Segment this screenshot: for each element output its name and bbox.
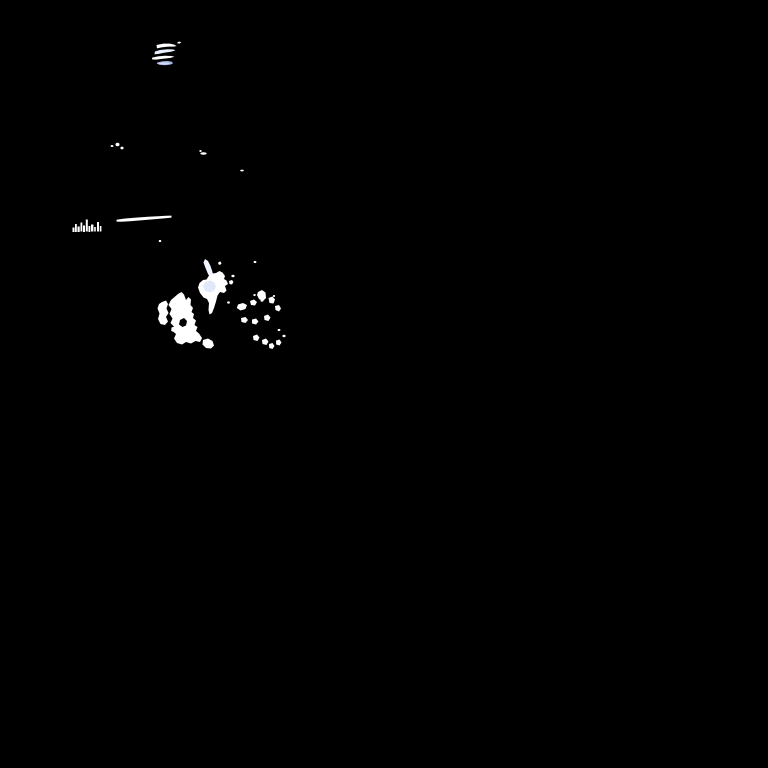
speck-12 (227, 301, 230, 304)
speck-11 (272, 295, 276, 297)
speck-0 (110, 145, 114, 147)
blob-shape-10 (171, 326, 176, 332)
blob-cluster-group (157, 259, 282, 349)
blob-shape-18 (264, 314, 271, 321)
fragment-bar-1 (75, 224, 77, 232)
blob-shape-6 (157, 300, 169, 325)
speck-3 (199, 150, 202, 152)
blob-shape-4 (218, 261, 222, 265)
speck-5 (240, 169, 244, 172)
blob-shape-13 (257, 290, 266, 301)
fragment-bar-2 (77, 226, 80, 232)
speck-13 (277, 328, 281, 332)
fragment-bar-3 (80, 222, 83, 232)
blob-shape-8 (202, 338, 214, 349)
blob-shape-5 (168, 292, 202, 345)
fragment-bar-7 (91, 224, 94, 232)
speck-14 (282, 334, 286, 338)
speck-7 (253, 260, 257, 264)
blob-shape-17 (252, 318, 259, 325)
blob-shape-21 (269, 343, 275, 349)
fragment-bar-9 (97, 222, 99, 232)
cursive-stroke-2 (154, 49, 176, 55)
blob-shape-12 (250, 299, 257, 306)
speck-8 (231, 274, 235, 278)
speck-6 (158, 239, 162, 243)
cursive-stroke-0 (156, 43, 177, 49)
fragment-bar-4 (83, 225, 85, 232)
cursive-stroke-5 (158, 62, 171, 65)
blob-shape-3 (229, 280, 234, 285)
blob-shape-22 (276, 339, 282, 346)
cursive-stroke-3 (152, 55, 175, 60)
blob-shape-11 (236, 303, 247, 311)
blob-shape-16 (241, 317, 248, 323)
jagged-text-fragment-group (72, 219, 102, 232)
fragment-bar-0 (72, 227, 75, 232)
speck-field-group (110, 142, 286, 338)
cursive-stroke-group (152, 41, 182, 66)
speck-10 (260, 299, 264, 302)
cursive-stroke-1 (177, 41, 182, 44)
fragment-bar-10 (99, 226, 102, 232)
speck-9 (253, 294, 256, 296)
speck-4 (200, 152, 207, 155)
speck-2 (120, 146, 124, 150)
horizontal-streak (116, 215, 172, 222)
blob-shape-7 (179, 318, 187, 327)
fragment-bar-6 (88, 226, 91, 232)
horizontal-streak-group (116, 215, 172, 222)
blob-shape-0 (203, 259, 213, 279)
blob-shape-9 (187, 329, 193, 335)
blob-shape-15 (275, 305, 281, 312)
fragment-bar-8 (94, 227, 96, 232)
blob-shape-14 (268, 296, 275, 304)
blob-shape-20 (262, 338, 269, 345)
speck-1 (115, 142, 120, 147)
fragment-bar-5 (85, 219, 88, 232)
blob-shape-2 (203, 280, 216, 293)
blob-shape-19 (253, 334, 260, 341)
